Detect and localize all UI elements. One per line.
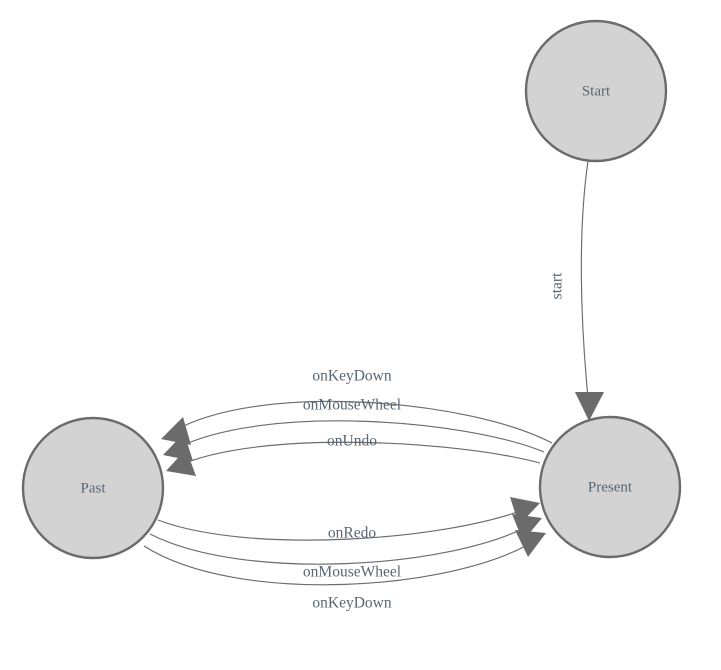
edge-start-to-present: start xyxy=(549,160,604,421)
edge-line xyxy=(149,524,531,565)
edge-past-to-present-onredo: onRedo xyxy=(157,497,540,542)
edge-label: onRedo xyxy=(328,525,376,542)
edges-layer: start onKeyDown onMouseWheel onUndo onRedo on… xyxy=(143,160,604,612)
edge-label: onKeyDown xyxy=(312,368,391,385)
node-circle[interactable] xyxy=(524,19,668,163)
edge-present-to-past-onundo: onUndo xyxy=(166,433,541,476)
edge-line xyxy=(143,540,535,586)
node-start[interactable]: Start xyxy=(524,19,668,163)
edge-line xyxy=(171,400,553,444)
arrowhead-icon xyxy=(515,530,546,557)
edge-label: onMouseWheel xyxy=(303,564,401,581)
node-label: Past xyxy=(80,480,106,496)
edge-line xyxy=(157,507,529,541)
arrowhead-icon xyxy=(166,449,196,476)
edge-label: start xyxy=(549,272,566,299)
edge-present-to-past-onmousewheel: onMouseWheel xyxy=(163,397,545,461)
edge-line xyxy=(174,420,545,453)
edge-past-to-present-onkeydown: onKeyDown xyxy=(143,530,546,612)
arrowhead-icon xyxy=(512,514,542,541)
edge-line xyxy=(580,160,590,409)
arrowhead-icon xyxy=(575,392,604,421)
edge-label: onMouseWheel xyxy=(303,397,401,414)
node-past[interactable]: Past xyxy=(21,416,165,560)
node-circle[interactable] xyxy=(21,416,165,560)
node-label: Present xyxy=(588,479,633,495)
edge-label: onKeyDown xyxy=(312,595,391,612)
edge-label: onUndo xyxy=(327,433,377,450)
edge-past-to-present-onmousewheel: onMouseWheel xyxy=(149,514,542,581)
edge-line xyxy=(177,441,541,467)
node-label: Start xyxy=(582,83,611,99)
node-present[interactable]: Present xyxy=(538,415,682,559)
node-circle[interactable] xyxy=(538,415,682,559)
